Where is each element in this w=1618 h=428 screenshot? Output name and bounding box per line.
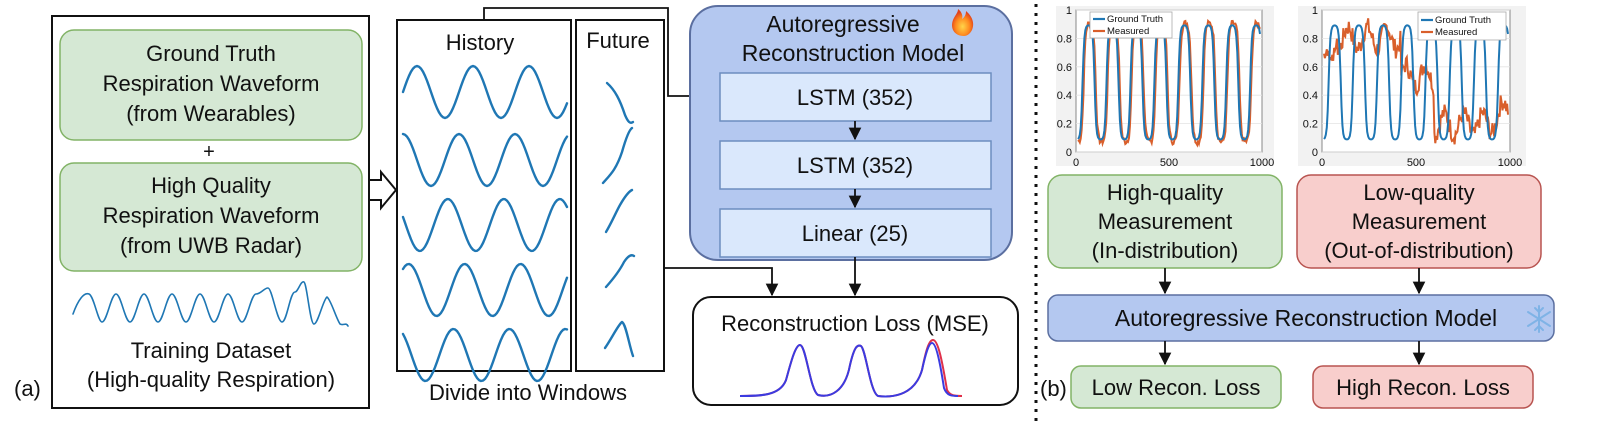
loss-reconstructed-curve xyxy=(739,341,959,398)
y-tick-label: 0 xyxy=(1066,147,1072,159)
future-wave-3 xyxy=(604,188,634,234)
snowflake-icon xyxy=(1527,305,1551,333)
divide-label: Divide into Windows xyxy=(429,380,627,405)
ground-truth-line-3: (from Wearables) xyxy=(126,101,296,126)
panel-a-label: (a) xyxy=(14,376,41,401)
history-wave-1 xyxy=(401,64,569,120)
low-measurement-line-1: Low-quality xyxy=(1363,180,1474,205)
x-tick-label: 500 xyxy=(1160,157,1178,169)
y-tick-label: 0.8 xyxy=(1303,33,1318,45)
x-tick-label: 0 xyxy=(1073,157,1079,169)
future-label: Future xyxy=(586,28,650,53)
future-to-loss-arrow xyxy=(664,267,779,297)
y-tick-label: 0.4 xyxy=(1057,90,1072,102)
future-wave-5 xyxy=(603,320,635,358)
legend-ground-truth: Ground Truth xyxy=(1435,15,1491,26)
ground-truth-curve xyxy=(1077,24,1261,141)
y-tick-label: 0.2 xyxy=(1303,119,1318,131)
history-wave-4 xyxy=(401,262,569,318)
x-tick-label: 500 xyxy=(1407,157,1425,169)
legend-ground-truth: Ground Truth xyxy=(1107,14,1163,25)
y-tick-label: 0.2 xyxy=(1057,119,1072,131)
history-wave-5 xyxy=(401,327,569,383)
high-quality-box xyxy=(59,162,363,272)
ground-truth-line-1: Ground Truth xyxy=(146,41,276,66)
frozen-model-box xyxy=(1047,294,1555,342)
y-tick-label: 0.8 xyxy=(1057,33,1072,45)
linear-layer-label: Linear (25) xyxy=(802,221,908,246)
low-measurement-line-3: (Out-of-distribution) xyxy=(1324,238,1514,263)
history-to-model-arrow xyxy=(483,7,720,103)
legend-measured: Measured xyxy=(1107,26,1149,37)
history-label: History xyxy=(446,30,514,55)
loss-box xyxy=(692,296,1019,406)
x-tick-label: 1000 xyxy=(1250,157,1274,169)
low-loss-box xyxy=(1070,365,1282,409)
future-window xyxy=(575,19,665,372)
loss-label: Reconstruction Loss (MSE) xyxy=(721,311,989,336)
future-wave-4 xyxy=(604,254,636,289)
high-loss-label: High Recon. Loss xyxy=(1336,375,1510,400)
y-tick-label: 0.4 xyxy=(1303,90,1318,102)
training-waveform xyxy=(72,281,349,327)
training-dataset-title: Training Dataset xyxy=(131,338,292,363)
future-wave-2 xyxy=(601,126,634,185)
history-waveforms xyxy=(401,64,569,383)
future-wave-1 xyxy=(605,81,635,124)
y-tick-label: 0.6 xyxy=(1303,62,1318,74)
panel-b-label: (b) xyxy=(1040,376,1067,401)
model-title-line-1: Autoregressive xyxy=(766,11,919,37)
y-tick-label: 0.6 xyxy=(1057,62,1072,74)
x-tick-label: 0 xyxy=(1319,157,1325,169)
ground-truth-box xyxy=(59,29,363,141)
history-wave-3 xyxy=(401,197,569,253)
high-measurement-line-3: (In-distribution) xyxy=(1092,238,1239,263)
lstm-layer-2-label: LSTM (352) xyxy=(797,153,913,178)
x-tick-label: 1000 xyxy=(1498,157,1522,169)
y-tick-label: 0 xyxy=(1312,147,1318,159)
high-measurement-line-1: High-quality xyxy=(1107,180,1223,205)
model-title-line-2: Reconstruction Model xyxy=(742,40,964,66)
y-tick-label: 1 xyxy=(1312,5,1318,17)
plus-sign: + xyxy=(203,141,215,163)
training-dataset-subtitle: (High-quality Respiration) xyxy=(87,367,335,392)
high-quality-line-1: High Quality xyxy=(151,173,271,198)
lstm-layer-1-label: LSTM (352) xyxy=(797,85,913,110)
low-loss-label: Low Recon. Loss xyxy=(1092,375,1261,400)
lstm-layer-1 xyxy=(719,72,992,122)
low-measurement-line-2: Measurement xyxy=(1352,209,1487,234)
high-quality-line-3: (from UWB Radar) xyxy=(120,233,302,258)
history-wave-2 xyxy=(401,132,569,188)
y-tick-label: 1 xyxy=(1066,5,1072,17)
frozen-model-label: Autoregressive Reconstruction Model xyxy=(1115,305,1497,331)
high-quality-line-2: Respiration Waveform xyxy=(103,203,320,228)
low-quality-plot: 1 0.8 0.6 0.4 0.2 0 0 500 1000 Ground Truth Mea… xyxy=(1298,5,1526,169)
high-measurement-line-2: Measurement xyxy=(1098,209,1233,234)
fire-icon xyxy=(952,9,974,36)
linear-layer xyxy=(719,208,992,258)
ground-truth-line-2: Respiration Waveform xyxy=(103,71,320,96)
high-loss-box xyxy=(1312,365,1534,409)
plot-legend xyxy=(1417,11,1507,41)
high-quality-plot: 1 0.8 0.6 0.4 0.2 0 0 500 1000 Ground Truth Mea… xyxy=(1056,5,1274,169)
hollow-arrow-icon xyxy=(368,169,398,211)
plot-legend xyxy=(1089,11,1173,39)
legend-measured: Measured xyxy=(1435,27,1477,38)
